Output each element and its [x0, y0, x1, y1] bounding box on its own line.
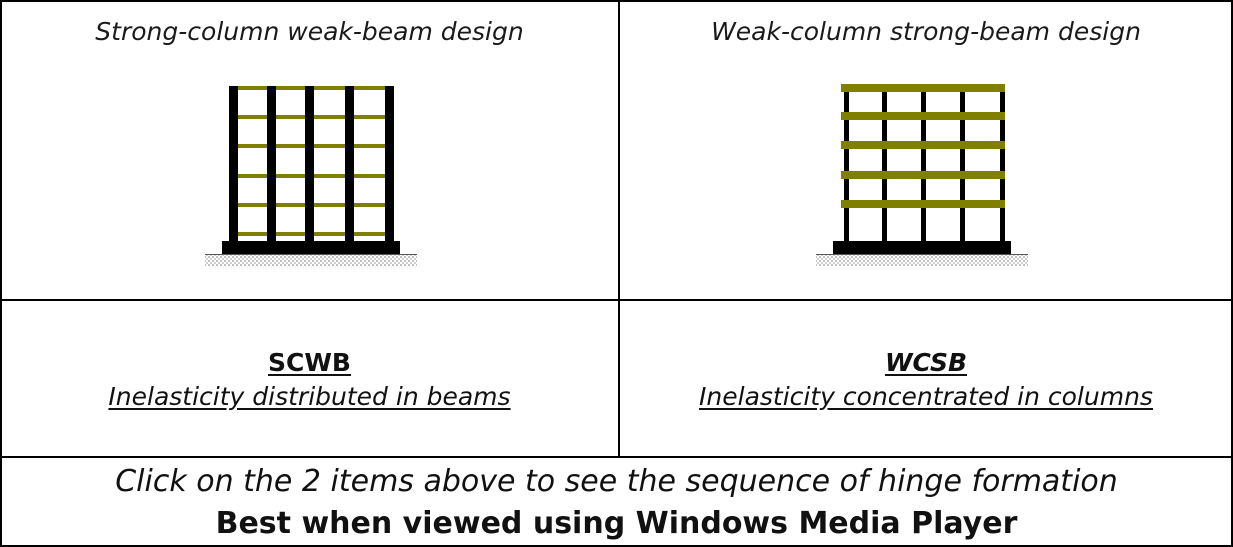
- wcsb-description[interactable]: Inelasticity concentrated in columns: [699, 382, 1153, 411]
- footer-cell: Click on the 2 items above to see the se…: [0, 457, 1233, 547]
- wcsb-column-4: [960, 84, 965, 242]
- scwb-column-4: [345, 86, 354, 242]
- footer-note: Best when viewed using Windows Media Pla…: [215, 506, 1018, 541]
- wcsb-beam-3: [841, 141, 1005, 149]
- scwb-description[interactable]: Inelasticity distributed in beams: [108, 382, 511, 411]
- scwb-ground: [205, 254, 417, 266]
- wcsb-foundation: [833, 241, 1011, 254]
- wcsb-columns: [844, 84, 1005, 242]
- scwb-link[interactable]: SCWB Inelasticity distributed in beams: [0, 346, 619, 414]
- scwb-column-5: [385, 86, 394, 242]
- scwb-caption: Strong-column weak-beam design: [95, 17, 524, 46]
- wcsb-column-2: [882, 84, 887, 242]
- wcsb-caption: Weak-column strong-beam design: [711, 17, 1141, 46]
- scwb-columns: [229, 86, 394, 242]
- scwb-frame-illustration: [205, 86, 417, 266]
- wcsb-beam-4: [841, 171, 1005, 179]
- wcsb-beam-1: [841, 84, 1005, 92]
- wcsb-acronym[interactable]: WCSB: [884, 348, 968, 377]
- scwb-column-3: [305, 86, 314, 242]
- wcsb-frame-illustration: [816, 84, 1028, 266]
- scwb-acronym[interactable]: SCWB: [268, 348, 351, 377]
- scwb-diagram-cell: Strong-column weak-beam design: [0, 0, 619, 300]
- scwb-foundation: [222, 241, 400, 254]
- footer-instruction: Click on the 2 items above to see the se…: [115, 464, 1118, 499]
- wcsb-beam-5: [841, 200, 1005, 208]
- wcsb-beam-2: [841, 112, 1005, 120]
- wcsb-beams: [841, 84, 1005, 208]
- wcsb-ground: [816, 254, 1028, 266]
- wcsb-diagram-cell: Weak-column strong-beam design: [619, 0, 1233, 300]
- wcsb-column-1: [844, 84, 849, 242]
- wcsb-column-5: [1000, 84, 1005, 242]
- wcsb-column-3: [921, 84, 926, 242]
- wcsb-label-cell: WCSB Inelasticity concentrated in column…: [619, 300, 1233, 457]
- scwb-column-1: [229, 86, 238, 242]
- wcsb-link[interactable]: WCSB Inelasticity concentrated in column…: [619, 346, 1233, 414]
- scwb-label-cell: SCWB Inelasticity distributed in beams: [0, 300, 619, 457]
- scwb-column-2: [267, 86, 276, 242]
